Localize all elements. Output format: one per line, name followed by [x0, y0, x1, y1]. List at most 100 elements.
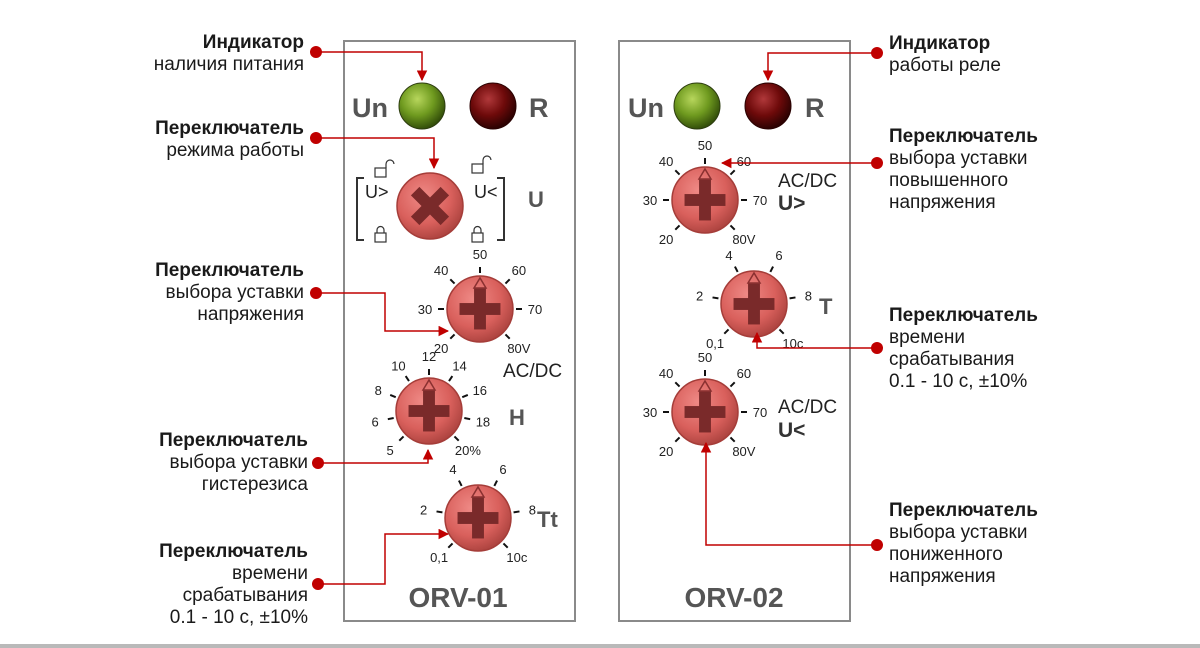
annotation-line: работы реле: [889, 55, 1001, 76]
dial-tick-label: 5: [386, 443, 393, 458]
annotation-line: режима работы: [166, 140, 304, 161]
annotation-line: выбора уставки: [165, 282, 304, 303]
dial-pointer: [472, 276, 488, 289]
annotation-line: времени: [232, 563, 308, 584]
dial-tick: [729, 381, 736, 388]
dial-tick-label: 30: [418, 302, 432, 317]
dial-tick-label: 50: [473, 247, 487, 262]
dial-tick: [504, 278, 511, 285]
power-led: [398, 82, 446, 130]
device-name-orv01: ORV-01: [408, 582, 507, 613]
leader-over-sel: [720, 157, 883, 169]
dial-tick: [453, 435, 460, 442]
annotation-line: времени: [889, 327, 965, 348]
dial-tick: [504, 333, 511, 340]
dial-pointer: [697, 379, 713, 392]
mode-bracket-right: [497, 177, 505, 241]
dial-tick: [729, 169, 736, 176]
annotation-line: напряжения: [889, 192, 996, 213]
dial-tick-label: 14: [452, 358, 466, 373]
annotation-line: повышенного: [889, 170, 1009, 191]
annotation-line: 0.1 - 10 с, ±10%: [889, 371, 1028, 392]
annotation-line: выбора уставки: [889, 522, 1028, 543]
annotation-title: Индикатор: [889, 33, 991, 54]
over-knob-label: U>: [778, 192, 805, 215]
annotation-title: Переключатель: [889, 126, 1038, 147]
leader-time-sel-1: [312, 528, 450, 590]
dial-tick-label: 10: [391, 358, 405, 373]
annotation-title: Переключатель: [889, 500, 1038, 521]
dial-tick: [778, 328, 785, 335]
dial-tick-label: 6: [371, 415, 378, 430]
relay-led: [469, 82, 517, 130]
annotation-line: напряжения: [197, 304, 304, 325]
dial-tick: [404, 375, 410, 382]
unlock-icon: [374, 159, 395, 178]
dial-tick-label: 80V: [732, 232, 755, 247]
annotation-line: срабатывания: [182, 585, 308, 606]
dial-tick: [729, 224, 736, 231]
dial-tick-label: 40: [659, 366, 673, 381]
annotation-hysteresis-sel: Переключатель выбора уставки гистерезиса: [159, 430, 308, 496]
time-knob-label: Tt: [537, 507, 558, 532]
dial-tick-label: 10c: [506, 550, 527, 565]
dial-tick: [449, 278, 456, 285]
annotation-line: выбора уставки: [889, 148, 1028, 169]
dial-tick-label: 0,1: [706, 336, 724, 351]
dial-tick: [723, 328, 730, 335]
lock-icon: [374, 225, 387, 243]
annotation-over-sel: Переключатель выбора уставки повышенного…: [889, 126, 1038, 214]
dial-tick: [389, 394, 397, 399]
dial-tick: [502, 542, 509, 549]
voltage-type-label: AC/DC: [503, 361, 562, 382]
dial-tick-label: 8: [375, 383, 382, 398]
dial-tick-label: 18: [476, 415, 490, 430]
time-knob-label-2: T: [819, 294, 833, 319]
dial-tick-label: 10c: [782, 336, 803, 351]
dial-tick: [387, 417, 394, 421]
under-knob-label: U<: [778, 419, 805, 442]
annotation-line: напряжения: [889, 566, 996, 587]
dial-tick: [712, 296, 719, 300]
over-type-label: AC/DC: [778, 171, 837, 192]
dial-tick-label: 60: [737, 154, 751, 169]
annotation-line: срабатывания: [889, 349, 1015, 370]
annotation-title: Переключатель: [159, 430, 308, 451]
dial-tick-label: 20%: [455, 443, 481, 458]
device-name-orv02: ORV-02: [684, 582, 783, 613]
dial-tick: [729, 436, 736, 443]
led-label-un: Un: [352, 93, 388, 123]
annotation-under-sel: Переключатель выбора уставки пониженного…: [889, 500, 1038, 588]
dial-tick: [448, 375, 454, 382]
dial-tick-label: 30: [643, 193, 657, 208]
dial-cross: [684, 194, 726, 206]
mode-switch-knob[interactable]: [396, 172, 464, 240]
dial-tick-label: 2: [696, 288, 703, 303]
led-label-un-2: Un: [628, 93, 664, 123]
dial-tick: [464, 417, 471, 421]
dial-cross: [684, 406, 726, 418]
bottom-divider: [0, 644, 1200, 648]
dial-tick: [769, 266, 774, 273]
unlock-icon: [471, 155, 492, 174]
dial-cross: [733, 298, 775, 310]
annotation-line: гистерезиса: [201, 474, 308, 495]
dial-pointer: [746, 271, 762, 284]
annotation-time-sel-2: Переключатель времени срабатывания 0.1 -…: [889, 305, 1038, 393]
dial-tick-label: 70: [753, 193, 767, 208]
dial-tick: [436, 510, 443, 514]
under-type-label: AC/DC: [778, 397, 837, 418]
dial-tick-label: 6: [499, 462, 506, 477]
dial-tick-label: 4: [449, 462, 456, 477]
annotation-line: пониженного: [889, 544, 1003, 565]
dial-tick-label: 8: [805, 288, 812, 303]
annotation-title: Переключатель: [159, 541, 308, 562]
dial-tick-label: 70: [528, 302, 542, 317]
